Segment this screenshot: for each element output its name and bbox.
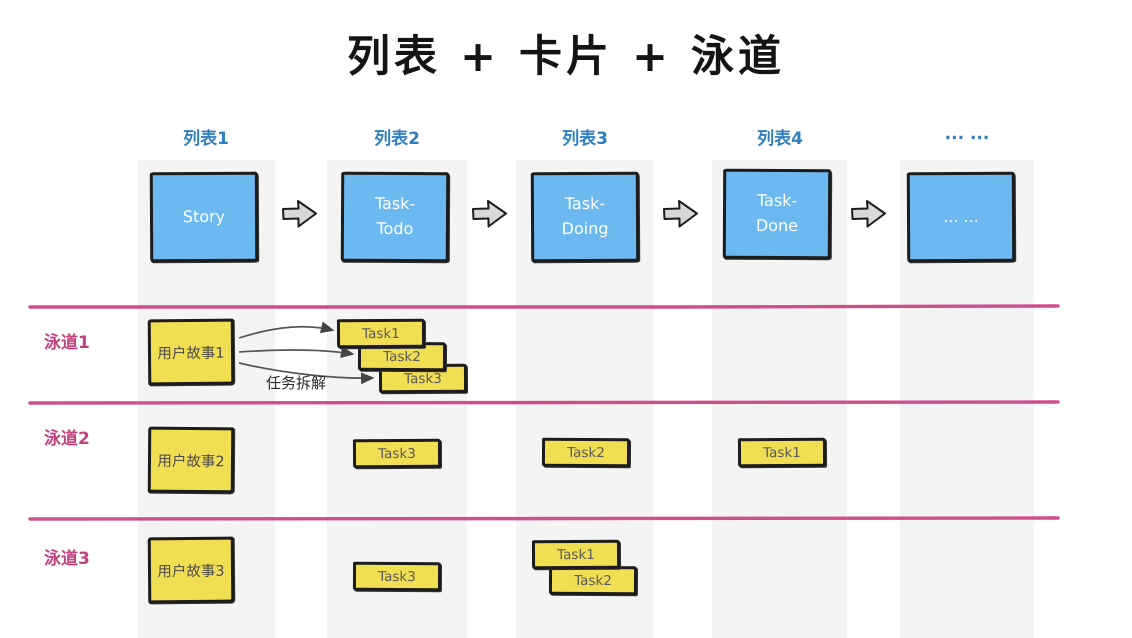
decomposition-annotation: 任务拆解 bbox=[266, 374, 327, 392]
swimlane-label-1: 泳道1 bbox=[44, 333, 90, 353]
swimlane-label-2: 泳道2 bbox=[44, 429, 90, 449]
column-header-more: ... ... bbox=[944, 124, 990, 144]
flow-card-task-todo: Task-Todo bbox=[340, 171, 450, 263]
flow-card-label: ... ... bbox=[943, 206, 979, 226]
flow-card-label: Task-Todo bbox=[374, 194, 416, 239]
swimlane-label-3: 泳道3 bbox=[44, 549, 90, 569]
flow-arrow-icon bbox=[471, 198, 509, 230]
flow-card-task-doing: Task-Doing bbox=[530, 171, 640, 263]
story-card-2: 用户故事2 bbox=[147, 426, 235, 494]
story-card-3: 用户故事3 bbox=[147, 536, 235, 604]
task-card: Task1 bbox=[531, 539, 621, 570]
flow-card-label: Task-Done bbox=[755, 191, 799, 236]
task-card: Task1 bbox=[737, 437, 827, 468]
task-card: Task3 bbox=[352, 561, 442, 592]
column-header-list4: 列表4 bbox=[757, 129, 803, 149]
task-card: Task2 bbox=[548, 565, 638, 596]
flow-arrow-icon bbox=[850, 198, 888, 230]
column-header-list1: 列表1 bbox=[183, 129, 229, 149]
flow-card-story: Story bbox=[149, 171, 259, 263]
flow-card-label: Story bbox=[182, 206, 226, 226]
page-title: 列表 + 卡片 + 泳道 bbox=[347, 32, 785, 82]
flow-card-label: Task-Doing bbox=[561, 194, 609, 239]
task-card: Task2 bbox=[541, 437, 631, 468]
story-card-1: 用户故事1 bbox=[147, 318, 235, 386]
flow-card-more: ... ... bbox=[906, 171, 1016, 263]
flow-card-task-done: Task-Done bbox=[722, 168, 832, 260]
column-header-list2: 列表2 bbox=[374, 129, 420, 149]
flow-arrow-icon bbox=[662, 198, 700, 230]
column-header-list3: 列表3 bbox=[562, 129, 608, 149]
task-card: Task1 bbox=[336, 318, 426, 349]
flow-arrow-icon bbox=[281, 198, 319, 230]
task-card: Task3 bbox=[352, 438, 442, 469]
